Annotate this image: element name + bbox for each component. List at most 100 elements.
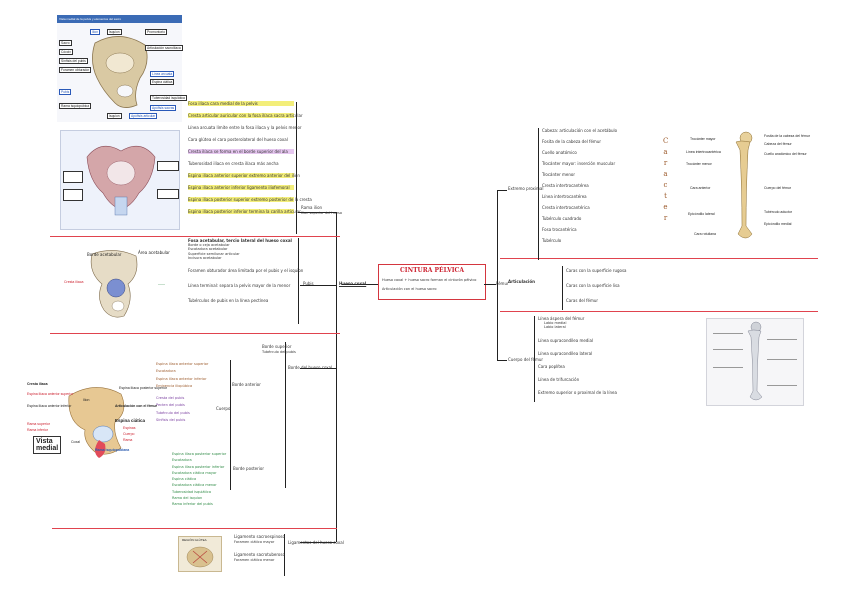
articulacion-label: Articulación bbox=[508, 279, 535, 284]
label-isquion: Isquion bbox=[107, 29, 122, 35]
caracter-vertical-title: Caracter bbox=[663, 136, 671, 224]
pubis-item: Eminencia iliopúbica bbox=[156, 383, 193, 388]
central-note-2: Articulación con el hueso sacro bbox=[382, 287, 437, 291]
pubis-item: Pecten del pubis bbox=[156, 403, 185, 408]
ligament-item: Ligamento sacroespinoso bbox=[234, 534, 285, 539]
pubis-item: Sínfisis del pubis bbox=[156, 417, 186, 422]
acetabulo-extra: Foramen obturador área limitada por el p… bbox=[188, 268, 304, 274]
hip-bone-lateral-illustration bbox=[90, 250, 138, 318]
label-cuerpo: Cuerpo bbox=[123, 432, 135, 436]
pubis-item: Escotadura ciática mayor bbox=[172, 470, 217, 475]
pubis-branch-label: Pubis bbox=[303, 281, 314, 286]
acetabulo-item: Fosa acetabular, tercio lateral del hues… bbox=[188, 238, 292, 243]
pubis-sub-label: Cuerpo bbox=[216, 406, 231, 411]
femur-label: Epicóndilo lateral bbox=[688, 212, 715, 216]
pelvis-color-label bbox=[157, 161, 179, 171]
bracket-line bbox=[284, 534, 285, 576]
label-cresta-iliaca: Cresta ilíaca bbox=[27, 382, 48, 386]
label-apofisis-articular: Apófisis articular bbox=[129, 113, 158, 119]
femur-label: Cuello anatómico del fémur bbox=[764, 152, 807, 156]
label-tuberosidad: Tuberosidad isquiática bbox=[150, 95, 187, 101]
cuerpo-item: Línea de trifurcación bbox=[538, 376, 580, 382]
femur-item: Trocánter menor bbox=[542, 172, 575, 177]
acetabulo-item: Escotadura acetabular bbox=[188, 247, 228, 252]
cuerpo-item: Labio medial bbox=[544, 321, 567, 325]
femur-bone-illustration bbox=[735, 131, 753, 239]
region-glutea-title: REGIÓN GLÚTEA bbox=[182, 538, 207, 542]
ilion-item: Espina ilíaca posterior superior extremo… bbox=[188, 197, 312, 202]
acetabulo-item: Incisura acetabular bbox=[188, 255, 222, 260]
pelvis-anterior-illustration bbox=[86, 145, 156, 216]
ilion-list: Fosa ilíaca cara medial de la pelvis Cre… bbox=[188, 101, 312, 214]
label-pubis: Pubis bbox=[59, 89, 72, 95]
label-ilion: Ilion bbox=[90, 29, 101, 35]
femur-item: Fosita de la cabeza del fémur bbox=[542, 139, 601, 144]
extremo-proximal-label: Extremo proximal bbox=[508, 186, 544, 191]
label-eips: Espina ilíaca posterior superior bbox=[119, 386, 168, 390]
borde-posterior-label: Borde posterior bbox=[233, 466, 264, 471]
acetabulo-image: Borde acetabular Área acetabular Cresta … bbox=[62, 246, 180, 322]
femur-label: Cuerpo del fémur bbox=[764, 186, 792, 190]
borde-superior-sub: Tubérculo del pubis bbox=[262, 350, 296, 354]
ilion-item: Espina ilíaca anterior superior extremo … bbox=[188, 173, 300, 178]
acetabulo-extra: Tubérculos de pubis en la línea pectínea bbox=[188, 298, 269, 304]
ilion-item: Cresta ilíaca se forma en el borde super… bbox=[188, 149, 294, 154]
rama-ilion-sub: Ilion superior del hueso bbox=[301, 211, 342, 215]
femur-label: Tubérculo aductor bbox=[764, 210, 793, 214]
acetabulo-item: Borde o ceja acetabular bbox=[188, 243, 230, 247]
label-sinfisis: Sínfisis del pubis bbox=[59, 58, 88, 64]
cara-item: Caras con la superficie lisa bbox=[566, 283, 620, 288]
femur-posterior-leader bbox=[713, 367, 743, 368]
femur-item: Cuello anatómico bbox=[542, 150, 577, 155]
pubis-item: Cresta del pubis bbox=[156, 396, 185, 400]
pubis-item: Escotadura bbox=[172, 458, 192, 463]
bracket-line bbox=[285, 342, 286, 488]
diagram-title: Vista medial de la pelvis y elementos de… bbox=[59, 17, 122, 21]
borde-superior-label: Borde superior bbox=[262, 344, 292, 349]
branch-line bbox=[300, 285, 336, 286]
femur-posterior-leader bbox=[767, 339, 797, 340]
pelvis-medial-diagram: Vista medial de la pelvis y elementos de… bbox=[57, 15, 187, 122]
ilion-item: Fosa ilíaca cara medial de la pelvis bbox=[188, 101, 294, 106]
branch-line bbox=[300, 368, 336, 369]
pelvis-color-diagram bbox=[60, 130, 180, 230]
hip-bone-medial-illustration bbox=[68, 387, 125, 458]
femur-posterior-illustration bbox=[747, 321, 763, 401]
pubis-item: Espina ilíaca posterior superior bbox=[172, 452, 227, 456]
label-rama-sup: Rama superior bbox=[27, 422, 50, 426]
label-rama-isquiopubiana: Rama isquiopubiana bbox=[95, 448, 130, 452]
separator bbox=[500, 258, 818, 259]
femur-root-label: Fémur bbox=[496, 281, 509, 286]
ilion-item: Espina ilíaca posterior inferior termina… bbox=[188, 209, 301, 214]
vista-medial-label: Vista medial bbox=[36, 438, 59, 452]
label-rama-isquiopubica: Rama isquiopúbica bbox=[59, 103, 92, 109]
borde-anterior-label: Borde anterior bbox=[232, 382, 261, 387]
branch-line bbox=[300, 542, 336, 543]
pubis-item: Espina ilíaca anterior superior bbox=[156, 362, 209, 366]
branch-line bbox=[497, 190, 507, 191]
femur-posterior-leader bbox=[767, 359, 797, 360]
branch-line bbox=[497, 190, 498, 360]
label-espina-ciatica: Espina ciática bbox=[150, 79, 175, 85]
connector bbox=[342, 284, 378, 285]
pubis-item: Rama del isquion bbox=[172, 496, 203, 501]
femur-item: Cabeza: articulación con el acetábulo bbox=[542, 128, 618, 133]
central-topic-box[interactable]: CINTURA PÉLVICA Hueso coxal + hueso sacr… bbox=[378, 264, 486, 300]
pubis-list-a: Espina ilíaca anterior superior Escotadu… bbox=[156, 362, 208, 388]
bracket-line bbox=[538, 128, 539, 260]
ligament-item: Foramen ciático menor bbox=[234, 558, 275, 563]
caras-list: Caras con la superficie rugosa Caras con… bbox=[566, 268, 627, 303]
ligament-item: Ligamento sacrotuberoso bbox=[234, 552, 285, 558]
pelvis-color-label bbox=[63, 171, 83, 183]
bracket-line bbox=[298, 238, 299, 324]
ilion-item: Cresta articular auricular con la fosa i… bbox=[188, 113, 303, 118]
separator bbox=[52, 528, 337, 529]
cuerpo-item: Línea supracondílea medial bbox=[538, 337, 594, 343]
cuerpo-item: Línea supracondílea lateral bbox=[538, 350, 593, 356]
pelvis-mid-label-2: Área acetabular bbox=[138, 250, 170, 255]
pelvis-color-label bbox=[157, 189, 179, 199]
label-eiai: Espina ilíaca anterior inferior bbox=[27, 404, 72, 408]
femur-label: Fosita de la cabeza del fémur bbox=[764, 134, 810, 138]
label-articulacion-femur: Articulación con el fémur bbox=[115, 404, 158, 408]
ligaments-list: Ligamento sacroespinoso Foramen ciático … bbox=[234, 534, 285, 563]
